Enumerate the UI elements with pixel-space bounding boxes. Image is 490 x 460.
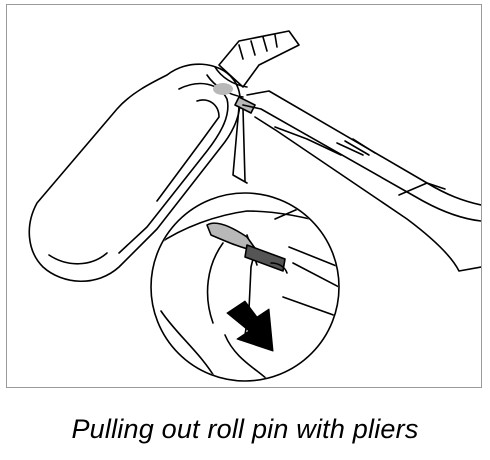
illustration-frame <box>6 4 482 388</box>
illustration <box>28 30 481 382</box>
leader-line <box>232 106 248 184</box>
pliers <box>242 90 481 272</box>
key-fob-body <box>28 63 241 283</box>
pull-direction-arrow-icon <box>226 300 274 352</box>
detail-magnifier <box>150 192 340 382</box>
figure-caption: Pulling out roll pin with pliers <box>71 414 419 444</box>
